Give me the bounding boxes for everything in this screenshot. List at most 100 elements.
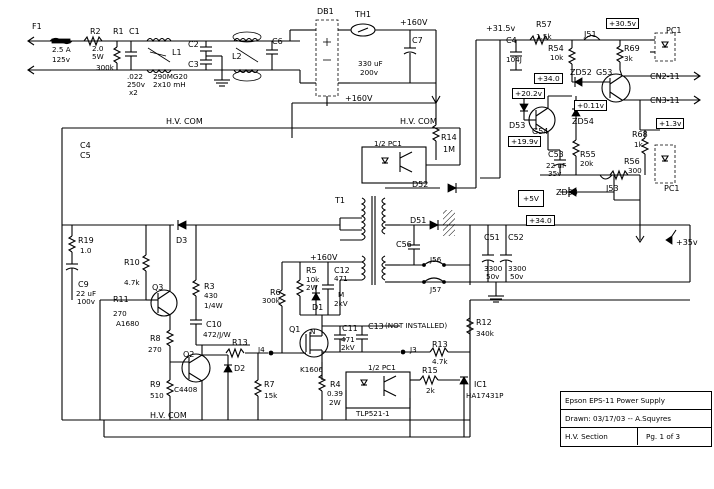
c52-label: C52 [508,233,524,242]
hv-com-label-a: H.V. COM [166,117,203,126]
c1-label: C1 [129,27,140,36]
r68-label: R68 [632,130,648,139]
pc1-upper-label: 1/2 PC1 [374,139,402,148]
r14-wiring [431,112,441,160]
c9-label: C9 [78,280,89,289]
section-text: H.V. Section [565,432,608,441]
d2-label: D2 [234,364,246,373]
r15-value: 2k [426,386,435,395]
r8-label: R8 [150,334,161,343]
drawn-text: Drawn: 03/17/03 -- A.Squyres [565,414,672,423]
c1-voltage: 250v [127,80,145,89]
r4-value: 0.39 [327,389,344,398]
zd52-label: ZD52 [570,68,592,77]
d53-label: D53 [509,121,526,130]
g54-label: G54 [532,127,549,136]
c56-label: C56 [396,240,412,249]
r13-value-b: 4.7k [432,357,448,366]
c52-value: 3300 [508,264,527,273]
c12-value: 471 [334,274,348,283]
c2-label: C2 [188,40,199,49]
r3-watt: 1/4W [204,301,223,310]
rail-160v-top: +160V [400,18,428,27]
r6-label: R6 [270,288,281,297]
c9-value: 22 uF [76,289,97,298]
r4-watt: 2W [329,398,341,407]
r11-label: R11 [113,295,129,304]
r54-value: 10k [550,53,564,62]
d52-label: D52 [412,180,429,189]
c12-tolerance: M [338,290,345,299]
d3-label: D3 [176,236,188,245]
r14-value: 1M [443,145,455,154]
q1-label: Q1 [289,325,301,334]
f1-rating: 2.5 A [52,45,71,54]
voltage-badge-34-a: +34.0 [534,73,563,84]
r15-label: R15 [422,366,438,375]
r68-value: 1k [634,140,643,149]
r5-watt: 2W [306,283,318,292]
r56-value: 300 [628,166,642,175]
c51-value: 3300 [484,264,503,273]
r19-value: 1.0 [80,246,92,255]
r19-label: R19 [78,236,94,245]
c51-label: C51 [484,233,500,242]
rail-160v-secondary: +160V [310,253,338,262]
hv-com-bus [61,127,471,438]
voltage-badge-0-11: +0.11v [574,100,608,111]
r3-label: R3 [204,282,215,291]
c7-value: 330 uF [358,59,383,68]
rail-31-5v: +31.5v [486,24,516,33]
pc1-right-label: PC1 [666,26,682,35]
zd53-label: ZD53 [556,188,578,197]
c10-value: 472/J/W [203,330,231,339]
c12-label: C12 [334,266,350,275]
c11-voltage: 2kV [341,343,355,352]
transformer-t1 [340,187,440,285]
r5-label: R5 [306,266,317,275]
c10-label: C10 [206,320,222,329]
c4-secondary-value: 104J [506,55,522,64]
q1-part: K1606 [300,365,324,374]
r54-label: R54 [548,44,564,53]
r7-label: R7 [264,380,275,389]
r1-value: 300k [96,63,114,72]
r3-value: 430 [204,291,218,300]
f1-voltage: 125v [52,55,70,64]
q3-label: Q3 [152,283,164,292]
l2-label: L2 [232,52,242,61]
c53-value: 22 uF [546,161,567,170]
r69-value: 3k [624,54,633,63]
j4-label: J4 [258,345,265,354]
cn3-label: CN3-11 [650,96,680,105]
r57-label: R57 [536,20,552,29]
r69-label: R69 [624,44,640,53]
voltage-badge-30-5: +30.5v [606,18,640,29]
c51-voltage: 50v [486,272,500,281]
d51-output [400,210,691,303]
c52-voltage: 50v [510,272,524,281]
hv-com-label-bottom: H.V. COM [150,411,187,420]
c6-label: C6 [272,37,283,46]
pc1-lower-label: 1/2 PC1 [368,363,396,372]
r2-label: R2 [90,27,101,36]
d51-label: D51 [410,216,427,225]
r8-value: 270 [148,345,162,354]
th1-and-rail [291,23,441,138]
title-text: Epson EPS-11 Power Supply [565,396,666,405]
l1-inductance: 2x10 mH [153,80,186,89]
r14-label: R14 [441,133,457,142]
c7-label: C7 [412,36,423,45]
d1-label: D1 [312,303,324,312]
r57-value: 1.5k [536,32,552,41]
r55-label: R55 [580,150,596,159]
voltage-badge-5v: +5V [518,190,544,207]
title-row: Epson EPS-11 Power Supply [561,392,711,410]
bridge-db1 [305,19,350,106]
c4-secondary-label: C4 [506,36,517,45]
rail-35v: +35v [676,238,698,247]
hv-com-label-b: H.V. COM [400,117,437,126]
l1-label: L1 [172,48,182,57]
r1-label: R1 [113,27,124,36]
